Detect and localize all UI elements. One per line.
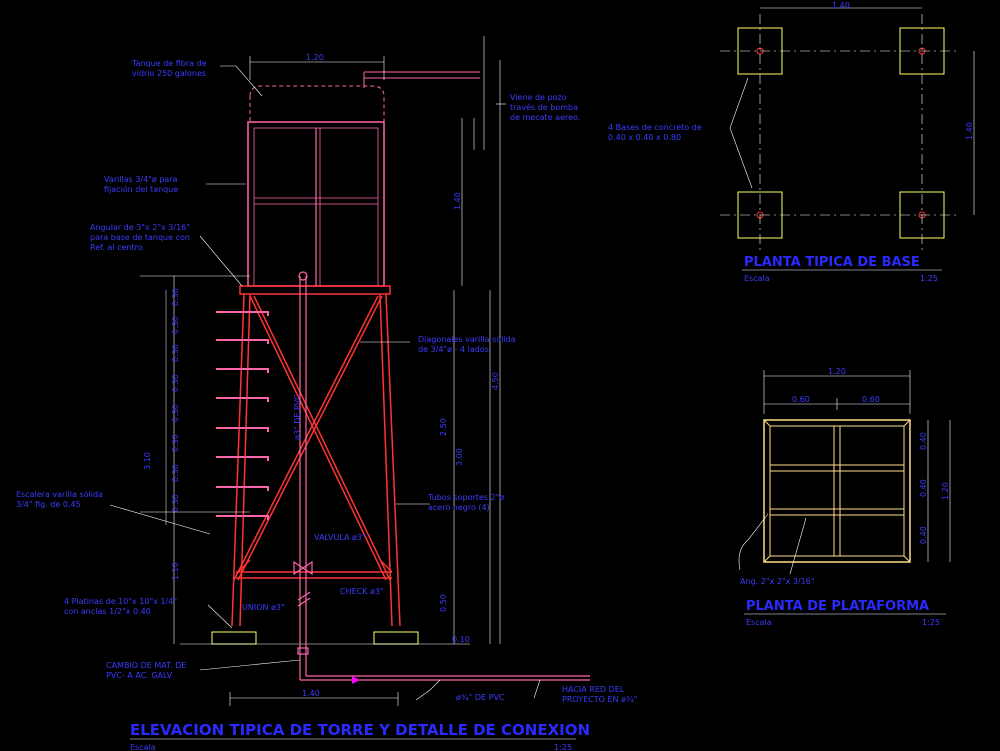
label-tubes-2: acero negro (4): [428, 503, 490, 512]
dim-tower-3-00: 3.00: [455, 448, 464, 466]
dim-side-1-10: 1.10: [171, 562, 180, 580]
label-ladder-2: 3/4" fig. de 0.45: [16, 500, 81, 509]
dim-tank-width: 1.20: [306, 53, 324, 62]
label-plates-2: con anclas 1/2"x 0.40: [64, 607, 151, 616]
label-ladder-1: Escalera varilla sólida: [16, 489, 103, 499]
label-net-2: PROYECTO EN ø¾": [562, 695, 637, 704]
ladder-step-5: 0.30: [171, 404, 180, 422]
title-base-plan: PLANTA TIPICA DE BASE: [744, 255, 920, 270]
platform-plan: 1.20 0.60 0.60 0.40 0.40 0.40 1.20 Ang. …: [738, 367, 951, 627]
label-union: UNION ø3": [242, 603, 285, 612]
label-pipe-vertical: ø3" DE PVC: [293, 394, 302, 440]
label-rods-2: fijación del tanque: [104, 184, 178, 194]
scale-platform: 1:25: [922, 618, 940, 627]
scale-base: 1:25: [920, 274, 938, 283]
label-angle-3: Ref. al centro.: [90, 243, 145, 252]
dim-platform-total: 1.20: [828, 367, 846, 376]
dim-base-plan-height: 1.40: [965, 122, 974, 140]
tank: [247, 121, 385, 287]
dim-platform-row-c: 0.40: [919, 526, 928, 544]
dim-platform-half-b: 0.60: [862, 395, 880, 404]
label-pvc: ø¾" DE PVC: [456, 693, 505, 702]
scale-elevation: 1:25: [554, 743, 572, 751]
tower-legs: [231, 293, 401, 627]
title-elevation: ELEVACION TIPICA DE TORRE Y DETALLE DE C…: [130, 721, 590, 739]
dim-platform-row-b: 0.40: [919, 479, 928, 497]
label-inlet-3: de mecate aereo.: [510, 113, 580, 122]
label-inlet-1: Viene de pozo: [510, 93, 567, 102]
dim-platform-row-a: 0.40: [919, 432, 928, 450]
label-platform-angle: Ang. 2"x 2"x 3/16": [740, 577, 814, 586]
label-plates-1: 4 Platinas de 10"x 10"x 1/4": [64, 597, 177, 606]
base-plan: 1.40 1.40 4 Bases de concreto de 0.40 x …: [608, 1, 975, 283]
ladder-step-2: 0.30: [171, 316, 180, 334]
label-change-1: CAMBIO DE MAT. DE: [106, 661, 186, 670]
label-tank-2: vidrio 250 galones: [132, 69, 206, 78]
dim-base-0-10: 0.10: [452, 635, 470, 644]
label-diag-2: de 3/4"ø - 4 lados: [418, 345, 489, 354]
label-net-1: HACIA RED DEL: [562, 685, 625, 694]
ladder-step-3: 0.30: [171, 344, 180, 362]
dim-total-height: 4.50: [491, 372, 500, 390]
dim-tower-2-50: 2.50: [439, 418, 448, 436]
label-angle-2: para base de tanque con: [90, 233, 190, 242]
label-bases-1: 4 Bases de concreto de: [608, 123, 702, 132]
label-diag-1: Diagonales varilla sólida: [418, 334, 516, 344]
dim-base-plan-width: 1.40: [832, 1, 850, 10]
elevation-view: Tanque de fibra de vidrio 250 galones Vi…: [16, 36, 637, 751]
ladder-step-4: 0.30: [171, 374, 180, 392]
label-bases-2: 0.40 x 0.40 x 0.80: [608, 133, 681, 142]
scale-label-base: Escala: [744, 274, 770, 283]
dim-bottom-width: 1.40: [302, 689, 320, 698]
elevation-annotations: Tanque de fibra de vidrio 250 galones Vi…: [16, 59, 637, 704]
label-valve: VALVULA ø3": [314, 533, 366, 542]
scale-label-elevation: Escala: [130, 743, 156, 751]
ladder-step-8: 0.30: [171, 494, 180, 512]
concrete-base-right: [373, 631, 419, 645]
dim-platform-side: 1.20: [941, 482, 950, 500]
dim-tank-height: 1.40: [453, 192, 462, 210]
ladder-step-7: 0.30: [171, 464, 180, 482]
ladder: [216, 311, 269, 520]
title-platform-plan: PLANTA DE PLATAFORMA: [746, 599, 929, 614]
elevation-dimensions: 1.20 1.40 4.50 3.00 2.50 0.50 0.10 3.10 …: [143, 53, 500, 698]
dim-platform-half-a: 0.60: [792, 395, 810, 404]
dim-side-3-10: 3.10: [143, 452, 152, 470]
water-pipe: [293, 271, 590, 681]
label-inlet-2: través de bomba: [510, 102, 578, 112]
label-rods-1: Varillas 3/4"ø para: [104, 175, 178, 184]
dim-base-0-50: 0.50: [439, 594, 448, 612]
label-tubes-1: Tubos soportes 2"ø: [427, 493, 504, 502]
tower-platform: [239, 285, 391, 295]
label-change-2: PVC- A AC. GALV: [106, 671, 173, 680]
label-tank-1: Tanque de fibra de: [131, 59, 207, 68]
ladder-step-1: 0.30: [171, 288, 180, 306]
scale-label-platform: Escala: [746, 618, 772, 627]
ladder-step-6: 0.30: [171, 434, 180, 452]
label-angle-1: Angular de 3"x 2"x 3/16": [90, 223, 190, 232]
label-check: CHECK ø3": [340, 587, 384, 596]
concrete-base-left: [211, 631, 257, 645]
